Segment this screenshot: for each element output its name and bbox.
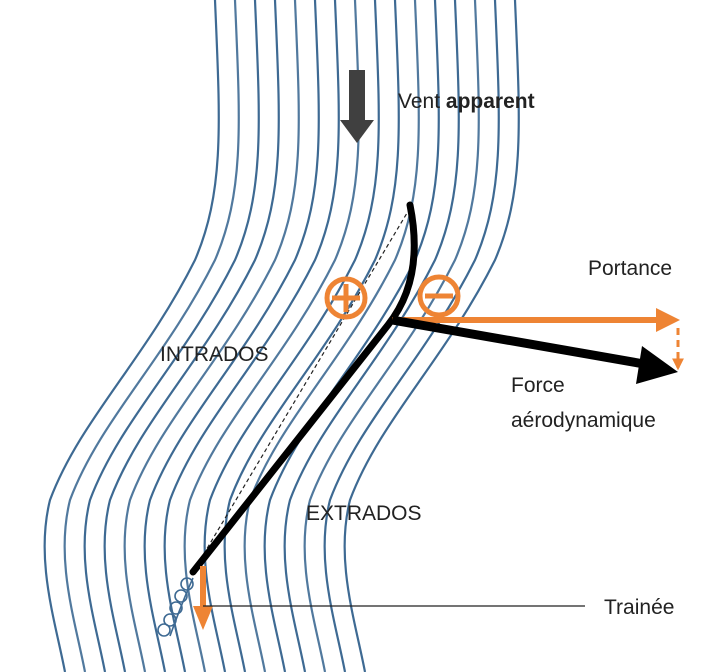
streamline xyxy=(283,0,460,672)
streamline xyxy=(143,0,320,672)
wind-label: Vent apparent xyxy=(398,90,535,113)
minus-circle-icon xyxy=(417,274,461,318)
streamlines xyxy=(43,0,520,672)
intrados-label: INTRADOS xyxy=(160,343,269,366)
streamline xyxy=(183,0,360,672)
streamline xyxy=(263,0,440,672)
streamline xyxy=(203,0,380,672)
force-label-line1: Force xyxy=(511,374,565,397)
streamline xyxy=(63,0,240,672)
chord-line xyxy=(192,207,411,573)
lift-label: Portance xyxy=(588,257,672,280)
aerodynamic-force-arrow xyxy=(391,315,678,384)
streamline xyxy=(103,0,280,672)
drag-label: Trainée xyxy=(604,596,674,619)
streamline xyxy=(243,0,420,672)
streamline xyxy=(323,0,500,672)
streamline xyxy=(343,0,520,672)
drag-arrow xyxy=(193,566,213,630)
force-label-line2: aérodynamique xyxy=(511,409,656,432)
wind-arrow-icon xyxy=(340,70,374,143)
streamline xyxy=(123,0,300,672)
extrados-label: EXTRADOS xyxy=(306,502,422,525)
streamline xyxy=(303,0,480,672)
turbulence-icon xyxy=(157,577,194,637)
streamline xyxy=(223,0,400,672)
lift-arrow xyxy=(392,308,680,332)
plus-circle-icon xyxy=(324,276,368,320)
streamline xyxy=(83,0,260,672)
sail-profile xyxy=(189,201,418,576)
streamline xyxy=(163,0,340,672)
streamline xyxy=(43,0,220,672)
